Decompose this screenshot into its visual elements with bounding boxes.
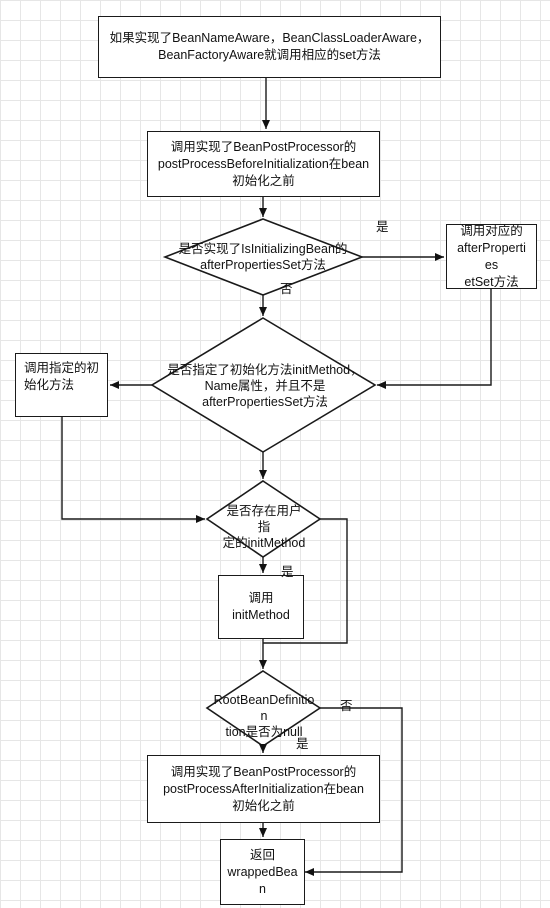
node-aware-set-methods: 如果实现了BeanNameAware，BeanClassLoaderAware，…	[98, 16, 441, 78]
node-init-method-text: 调用 initMethod	[232, 591, 290, 622]
arrow-user-init-no	[263, 518, 348, 644]
label-no-rbd: 否	[340, 699, 353, 713]
label-yes-after-props: 是	[376, 220, 389, 234]
label-yes-rbd: 是	[296, 737, 309, 751]
label-no-after-props: 否	[280, 282, 293, 296]
node-specified-init-text: 调用指定的初 始化方法	[24, 361, 100, 392]
node-after-initialization: 调用实现了BeanPostProcessor的 postProcessAfter…	[147, 755, 380, 823]
decision-rbd-null-text: RootBeanDefinition tion是否为null	[213, 693, 315, 739]
decision-user-init-text: 是否存在用户指 定的initMethod	[222, 504, 306, 550]
node-before-initialization: 调用实现了BeanPostProcessor的 postProcessBefor…	[147, 131, 380, 197]
node-return-text: 返回 wrappedBea n	[227, 847, 298, 896]
decision-is-initializing-text: 是否实现了IsInitializingBean的 afterProperties…	[178, 242, 348, 272]
node-before-text: 调用实现了BeanPostProcessor的 postProcessBefor…	[157, 139, 370, 188]
arrow-specified-init-to-user	[61, 417, 205, 523]
node-after-init-text: 调用实现了BeanPostProcessor的 postProcessAfter…	[163, 764, 364, 813]
node-call-after-properties-set: 调用对应的 afterProperties etSet方法	[446, 224, 537, 289]
node-after-props-text: 调用对应的 afterProperties etSet方法	[457, 223, 526, 289]
label-yes-user-init: 是	[281, 565, 294, 579]
node-aware-text: 如果实现了BeanNameAware，BeanClassLoaderAware，…	[109, 31, 430, 62]
node-return-wrapped-bean: 返回 wrappedBea n	[220, 839, 305, 905]
node-call-init-method: 调用 initMethod	[218, 575, 304, 639]
decision-init-method-text: 是否指定了初始化方法initMethod， Name属性，并且不是 afterP…	[167, 363, 363, 409]
arrow-rbd-no	[305, 707, 403, 876]
arrow-after-props-back	[377, 289, 492, 389]
node-call-specified-init: 调用指定的初 始化方法	[15, 353, 108, 417]
